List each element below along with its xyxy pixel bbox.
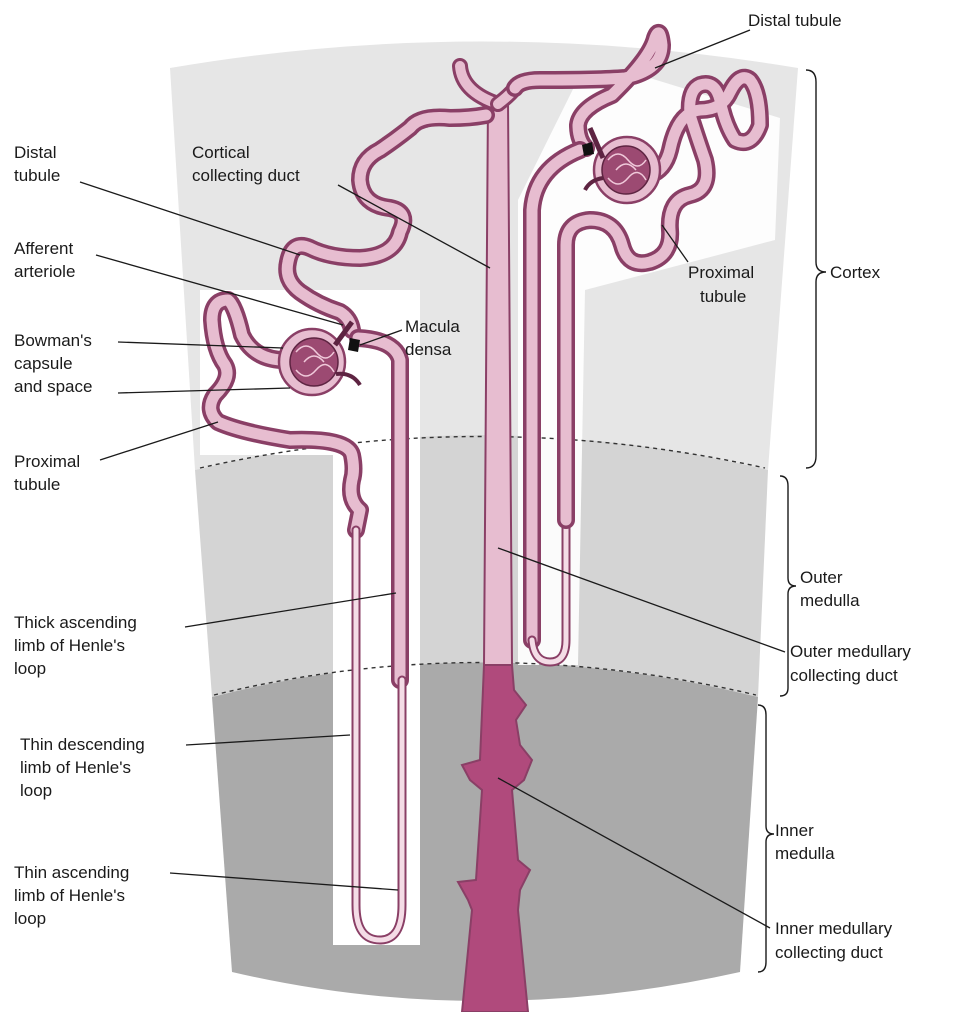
label-cortical-cd-1: Cortical bbox=[192, 143, 250, 162]
label-afferent-1: Afferent bbox=[14, 239, 74, 258]
label-thin-asc-1: Thin ascending bbox=[14, 863, 129, 882]
outer-medulla-brace bbox=[780, 476, 796, 696]
label-cortical-cd-2: collecting duct bbox=[192, 166, 300, 185]
label-thick-asc-2: limb of Henle's bbox=[14, 636, 125, 655]
label-distal-tubule-left-2: tubule bbox=[14, 166, 60, 185]
label-proximal-right-1: Proximal bbox=[688, 263, 754, 282]
label-outer-medulla-2: medulla bbox=[800, 591, 860, 610]
label-inner-medulla-1: Inner bbox=[775, 821, 814, 840]
cortex-brace bbox=[806, 70, 826, 468]
label-outer-mcd-1: Outer medullary bbox=[790, 642, 911, 661]
label-outer-medulla-1: Outer bbox=[800, 568, 843, 587]
left-macula-densa bbox=[348, 338, 360, 352]
label-distal-tubule-left-1: Distal bbox=[14, 143, 57, 162]
outer-medulla-region bbox=[195, 435, 768, 697]
label-inner-mcd-1: Inner medullary bbox=[775, 919, 893, 938]
label-macula-1: Macula bbox=[405, 317, 460, 336]
label-proximal-right-2: tubule bbox=[700, 287, 746, 306]
label-thin-desc-2: limb of Henle's bbox=[20, 758, 131, 777]
label-bowman-3: and space bbox=[14, 377, 92, 396]
label-bowman-1: Bowman's bbox=[14, 331, 92, 350]
label-bowman-2: capsule bbox=[14, 354, 73, 373]
label-afferent-2: arteriole bbox=[14, 262, 75, 281]
cortical-collecting-duct bbox=[484, 100, 512, 665]
label-distal-tubule-top: Distal tubule bbox=[748, 11, 842, 30]
label-outer-mcd-2: collecting duct bbox=[790, 666, 898, 685]
inner-medulla-brace bbox=[758, 705, 774, 972]
label-thick-asc-3: loop bbox=[14, 659, 46, 678]
label-cortex: Cortex bbox=[830, 263, 881, 282]
right-glomerular-tuft bbox=[602, 146, 650, 194]
label-thick-asc-1: Thick ascending bbox=[14, 613, 137, 632]
label-proximal-left-1: Proximal bbox=[14, 452, 80, 471]
label-thin-desc-1: Thin descending bbox=[20, 735, 145, 754]
label-inner-medulla-2: medulla bbox=[775, 844, 835, 863]
label-thin-asc-2: limb of Henle's bbox=[14, 886, 125, 905]
label-inner-mcd-2: collecting duct bbox=[775, 943, 883, 962]
label-thin-asc-3: loop bbox=[14, 909, 46, 928]
label-thin-desc-3: loop bbox=[20, 781, 52, 800]
label-proximal-left-2: tubule bbox=[14, 475, 60, 494]
label-macula-2: densa bbox=[405, 340, 452, 359]
left-glomerular-tuft bbox=[290, 338, 338, 386]
